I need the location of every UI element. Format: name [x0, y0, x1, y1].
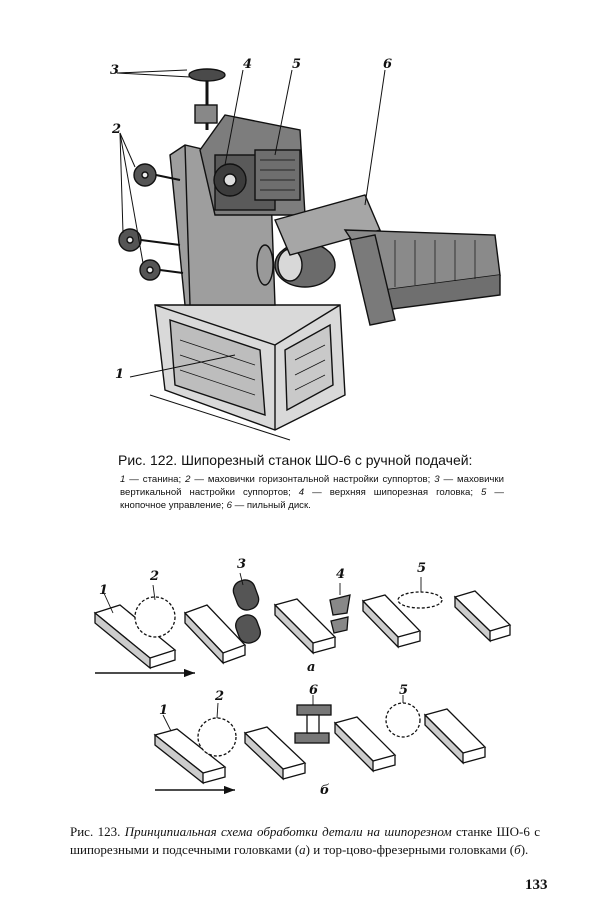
row-b-head-6	[294, 704, 332, 744]
row-b-label-1: 1	[159, 703, 169, 718]
legend-text-2: — маховички горизонтальной настройки суп…	[190, 474, 435, 485]
row-a-cutters-3	[232, 579, 261, 644]
figure-122-legend: 1 — станина; 2 — маховички горизонтально…	[120, 473, 504, 512]
row-a-workpieces	[93, 590, 512, 670]
row-b-workpieces	[153, 708, 487, 785]
cap123-part7: ).	[520, 842, 529, 857]
figure-123-scheme: 1 2 3 4 5 а 1 2 6 5 б	[85, 555, 545, 815]
row-b-saw-2	[197, 717, 237, 757]
row-a-saw-5	[397, 591, 443, 609]
callout-1: 1	[115, 367, 125, 382]
row-b-label-6: 6	[309, 683, 319, 698]
legend-num-2: 2	[185, 474, 191, 485]
callout-2: 2	[112, 122, 122, 137]
legend-text-3: — маховички вертикальной настройки суппо…	[120, 474, 504, 498]
row-a-label-2: 2	[150, 569, 160, 584]
figure-122-machine: 3 2 4 5 6 1	[95, 55, 520, 445]
legend-text-1: — станина;	[125, 474, 186, 485]
row-a-label-1: 1	[99, 583, 109, 598]
row-a-label-4: 4	[336, 567, 346, 582]
row-a-head-4	[329, 594, 351, 634]
callout-6: 6	[383, 57, 393, 72]
page-number: 133	[525, 877, 548, 893]
row-b-label-5: 5	[399, 683, 409, 698]
legend-num-5: 5	[481, 487, 487, 498]
row-a-saw-2	[134, 596, 176, 638]
callout-4: 4	[243, 57, 253, 72]
legend-text-4: — верхняя шипорезная головка;	[304, 487, 482, 498]
legend-text-6: — пильный диск.	[231, 500, 311, 511]
cap123-part2: Принципиальная схема обработки детали на…	[124, 824, 452, 839]
machine-drawing	[116, 68, 501, 441]
legend-num-6: 6	[226, 500, 232, 511]
cap123-part3: станке ШО-6 с шипорезными и подсечными г…	[70, 824, 540, 857]
legend-num-1: 1	[120, 474, 126, 485]
cap123-part6: б	[514, 842, 521, 857]
row-a-letter: а	[307, 660, 316, 675]
legend-text-5: — кнопочное управление;	[120, 487, 504, 511]
figure-123-caption: Рис. 123. Принципиальная схема обработки…	[70, 823, 540, 859]
row-b-label-2: 2	[215, 689, 225, 704]
legend-num-3: 3	[434, 474, 440, 485]
cap123-part5: ) и тор-цово-фрезерными головками (	[305, 842, 515, 857]
row-b-letter: б	[320, 783, 330, 798]
cap123-part1: Рис. 123.	[70, 824, 125, 839]
row-a-label-3: 3	[237, 557, 247, 572]
row-b-saw-5	[385, 702, 421, 738]
legend-num-4: 4	[298, 487, 305, 498]
figure-122-caption: Рис. 122. Шипорезный станок ШО-6 с ручно…	[118, 452, 473, 468]
cap123-part4: а	[299, 842, 306, 857]
callout-3: 3	[110, 63, 120, 78]
scheme-drawing	[93, 572, 512, 795]
row-a-label-5: 5	[417, 561, 427, 576]
callout-5: 5	[292, 57, 302, 72]
